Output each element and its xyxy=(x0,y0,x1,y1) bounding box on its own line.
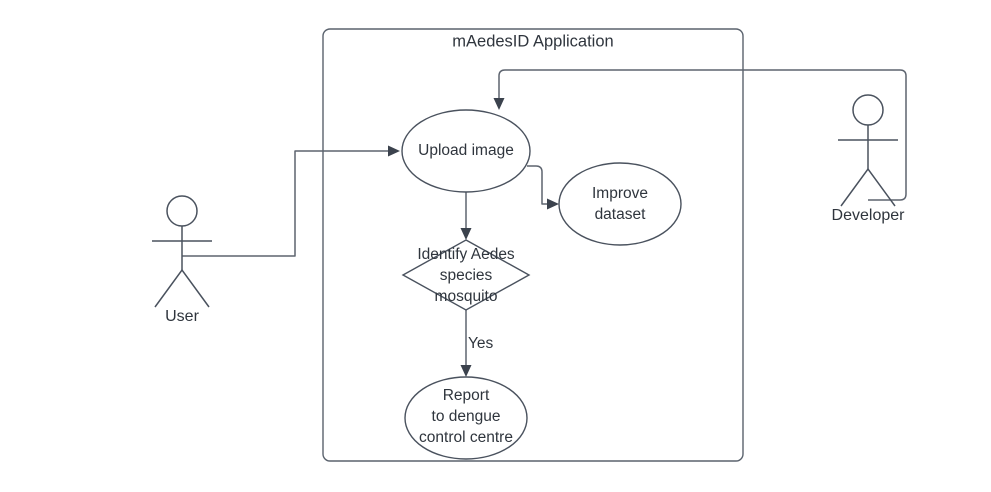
connector-upload-image-to-improve-dataset xyxy=(527,165,559,210)
connector-developer-to-upload-image xyxy=(493,69,907,201)
actor-head-icon xyxy=(166,195,198,227)
use-case-upload-image[interactable]: Upload image xyxy=(401,109,531,193)
use-case-label: Upload image xyxy=(418,142,514,159)
decision-identify-aedes-species-mosquito[interactable]: Identify Aedes species mosquito xyxy=(401,239,531,311)
connector-line xyxy=(527,165,552,205)
actor-label: Developer xyxy=(832,207,906,224)
actor-head-icon xyxy=(852,94,884,126)
use-case-report-to-dengue-control-centre[interactable]: Report to dengue control centre xyxy=(404,376,528,460)
use-case-label-line-2: to dengue xyxy=(432,408,501,425)
use-case-label-line-2: dataset xyxy=(595,206,647,223)
decision-label-line-1: Identify Aedes xyxy=(417,246,515,263)
arrow-head-icon xyxy=(388,145,400,157)
use-case-label-line-1: Improve xyxy=(592,185,648,202)
actor-developer[interactable]: Developer xyxy=(832,94,906,224)
arrow-head-icon xyxy=(460,228,472,240)
system-boundary-title: mAedesID Application xyxy=(452,32,613,50)
decision-label-line-2: species xyxy=(440,267,493,284)
actor-legs-icon xyxy=(154,268,210,308)
use-case-ellipse[interactable] xyxy=(404,376,528,460)
system-boundary-rect xyxy=(322,28,744,462)
decision-diamond[interactable] xyxy=(401,239,531,311)
use-case-label-line-1: Report xyxy=(443,387,490,404)
actor-label: User xyxy=(165,308,199,325)
edge-label-yes: Yes xyxy=(468,335,494,352)
connector-user-to-upload-image xyxy=(182,145,400,257)
use-case-ellipse[interactable] xyxy=(558,162,682,246)
connector-line xyxy=(498,69,907,201)
decision-label-line-3: mosquito xyxy=(435,288,498,305)
connector-upload-image-to-identify xyxy=(460,192,472,240)
use-case-improve-dataset[interactable]: Improve dataset xyxy=(558,162,682,246)
actor-user[interactable]: User xyxy=(152,195,212,325)
actor-legs-icon xyxy=(840,167,896,207)
arrow-head-icon xyxy=(460,365,472,377)
system-boundary: mAedesID Application xyxy=(322,28,744,462)
connector-line xyxy=(182,150,394,257)
arrow-head-icon xyxy=(493,98,505,110)
use-case-label-line-3: control centre xyxy=(419,429,513,446)
arrow-head-icon xyxy=(547,198,559,210)
use-case-ellipse[interactable] xyxy=(401,109,531,193)
connector-identify-to-report: Yes xyxy=(460,310,494,377)
